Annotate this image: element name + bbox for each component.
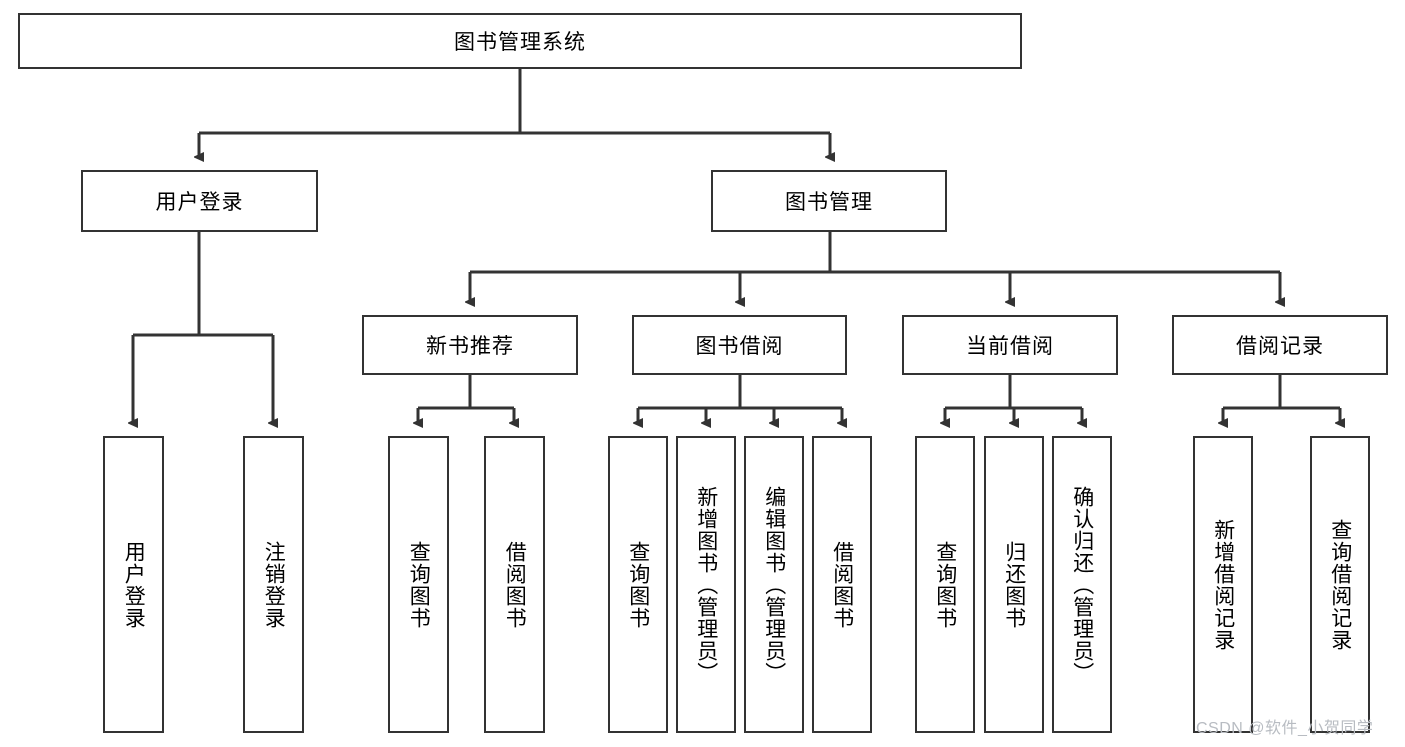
leaf-return-book[interactable]: 归还图书: [984, 436, 1044, 733]
leaf-edit-book-admin-label: 编辑图书（管理员）: [762, 485, 786, 684]
leaf-query-book-current[interactable]: 查询图书: [915, 436, 975, 733]
leaf-add-borrow-record-label: 新增借阅记录: [1211, 518, 1235, 651]
node-borrow-record[interactable]: 借阅记录: [1172, 315, 1388, 375]
edge-group-root: [199, 69, 830, 157]
leaf-borrow-book-recommend[interactable]: 借阅图书: [484, 436, 545, 733]
leaf-confirm-return-admin[interactable]: 确认归还（管理员）: [1052, 436, 1112, 733]
leaf-user-login-label: 用户登录: [122, 540, 146, 629]
node-book-borrow-label: 图书借阅: [695, 335, 784, 358]
node-new-book-recommend-label: 新书推荐: [426, 335, 514, 358]
watermark: CSDN @软件_小贺同学: [1196, 720, 1374, 737]
edge-group-book-mgmt: [470, 232, 1280, 302]
leaf-query-book-borrow[interactable]: 查询图书: [608, 436, 668, 733]
node-root[interactable]: 图书管理系统: [18, 13, 1022, 69]
leaf-user-login[interactable]: 用户登录: [103, 436, 164, 733]
leaf-confirm-return-admin-label: 确认归还（管理员）: [1070, 485, 1094, 684]
node-book-management-label: 图书管理: [785, 191, 873, 214]
edge-group-borrow: [638, 375, 842, 423]
edge-group-current-borrow: [945, 375, 1082, 423]
leaf-add-borrow-record[interactable]: 新增借阅记录: [1193, 436, 1253, 733]
node-current-borrow[interactable]: 当前借阅: [902, 315, 1118, 375]
leaf-query-borrow-record-label: 查询借阅记录: [1328, 518, 1352, 651]
leaf-logout-label: 注销登录: [262, 540, 286, 629]
leaf-edit-book-admin[interactable]: 编辑图书（管理员）: [744, 436, 804, 733]
node-book-borrow[interactable]: 图书借阅: [632, 315, 847, 375]
leaf-query-book-current-label: 查询图书: [933, 540, 957, 629]
node-root-label: 图书管理系统: [454, 31, 586, 54]
leaf-add-book-admin-label: 新增图书（管理员）: [694, 485, 718, 684]
leaf-logout[interactable]: 注销登录: [243, 436, 304, 733]
leaf-query-book-recommend-label: 查询图书: [407, 540, 431, 629]
node-user-login[interactable]: 用户登录: [81, 170, 318, 232]
node-current-borrow-label: 当前借阅: [966, 335, 1054, 358]
node-new-book-recommend[interactable]: 新书推荐: [362, 315, 578, 375]
leaf-borrow-book[interactable]: 借阅图书: [812, 436, 872, 733]
node-book-management[interactable]: 图书管理: [711, 170, 947, 232]
edge-group-borrow-record: [1223, 375, 1340, 423]
leaf-add-book-admin[interactable]: 新增图书（管理员）: [676, 436, 736, 733]
node-borrow-record-label: 借阅记录: [1236, 335, 1324, 358]
edge-group-new-books: [418, 375, 514, 423]
leaf-query-book-borrow-label: 查询图书: [626, 540, 650, 629]
node-user-login-label: 用户登录: [155, 191, 244, 214]
leaf-borrow-book-recommend-label: 借阅图书: [503, 540, 527, 629]
leaf-query-borrow-record[interactable]: 查询借阅记录: [1310, 436, 1370, 733]
edge-group-user-login: [133, 232, 273, 423]
leaf-return-book-label: 归还图书: [1002, 540, 1026, 629]
leaf-query-book-recommend[interactable]: 查询图书: [388, 436, 449, 733]
leaf-borrow-book-label: 借阅图书: [830, 540, 854, 629]
